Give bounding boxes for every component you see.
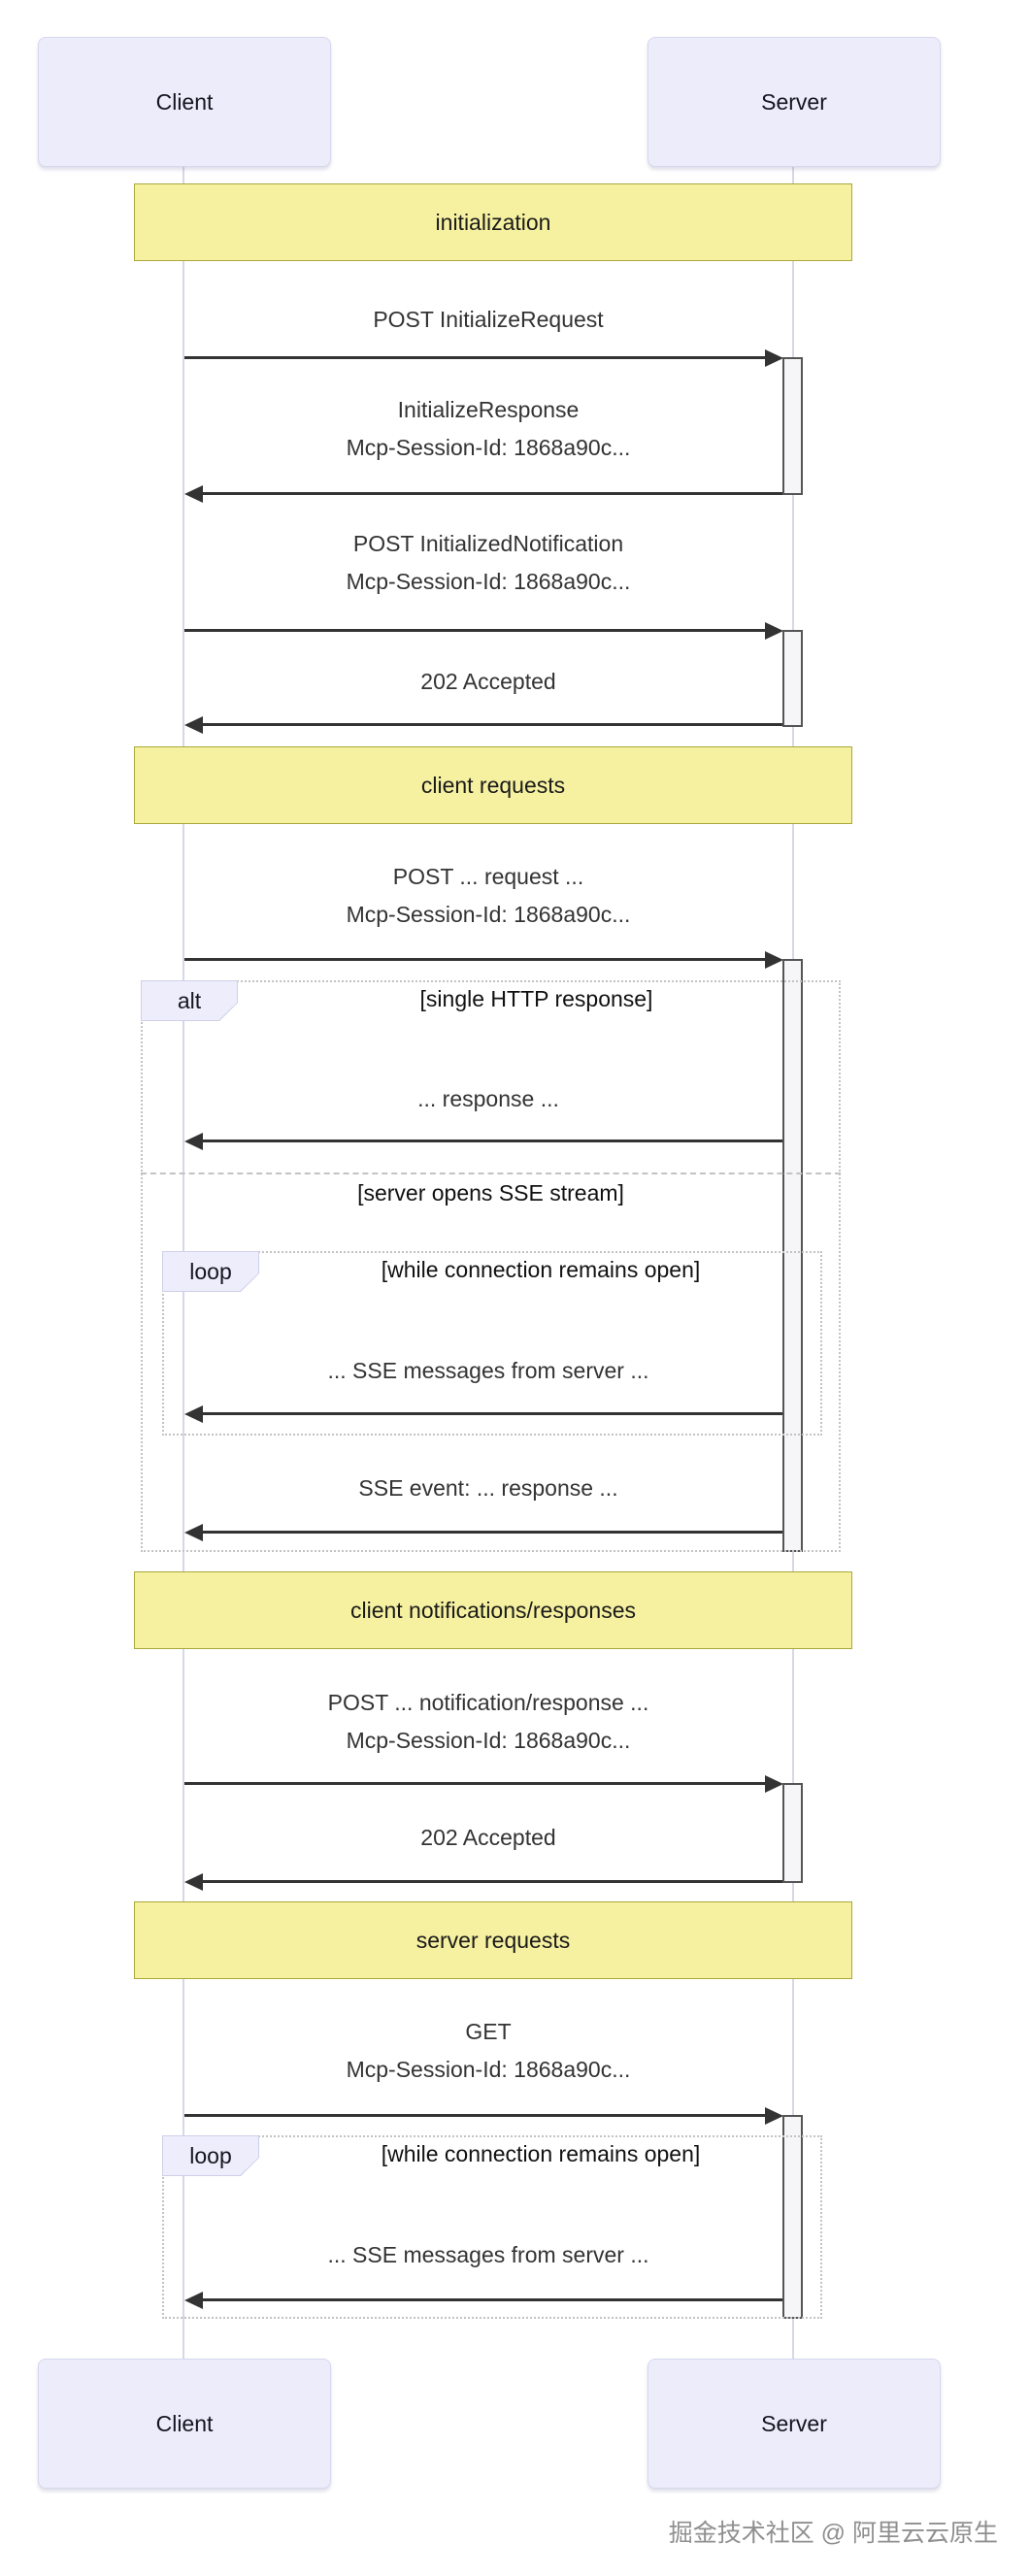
arrow-line-right bbox=[184, 629, 769, 632]
message-post-request: POST ... request ... Mcp-Session-Id: 186… bbox=[346, 864, 631, 927]
alt-divider bbox=[141, 1172, 841, 1174]
message-post-notification-response: POST ... notification/response ... Mcp-S… bbox=[327, 1690, 649, 1753]
band-client-notifications-label: client notifications/responses bbox=[349, 1597, 637, 1623]
loop-frame-2 bbox=[162, 2135, 822, 2319]
band-client-requests: client requests bbox=[134, 746, 852, 824]
alt-frame-tab-label: alt bbox=[177, 987, 202, 1013]
server-activation-bar bbox=[782, 630, 803, 727]
watermark-text: 掘金技术社区 @ 阿里云云原生 bbox=[668, 2520, 998, 2547]
loop-frame-1-title: [while connection remains open] bbox=[381, 1257, 701, 1282]
alt-frame bbox=[141, 980, 841, 1552]
message-response: ... response ... bbox=[417, 1086, 559, 1111]
message-initialize-response: InitializeResponse Mcp-Session-Id: 1868a… bbox=[346, 397, 631, 460]
alt-frame-title: [single HTTP response] bbox=[419, 986, 653, 1011]
arrowhead-right-icon bbox=[765, 951, 783, 969]
arrowhead-left-icon bbox=[184, 2292, 203, 2309]
band-initialization: initialization bbox=[134, 183, 852, 261]
arrowhead-right-icon bbox=[765, 349, 783, 367]
message-post-initialized-notification: POST InitializedNotification Mcp-Session… bbox=[346, 531, 631, 594]
loop-frame-2-title: [while connection remains open] bbox=[381, 2141, 701, 2166]
band-client-notifications: client notifications/responses bbox=[134, 1571, 852, 1649]
message-post-initialize-request: POST InitializeRequest bbox=[373, 307, 604, 332]
arrowhead-left-icon bbox=[184, 1873, 203, 1891]
arrow-line-right bbox=[184, 356, 769, 359]
arrow-line-right bbox=[184, 958, 769, 961]
actor-server-top-label: Server bbox=[761, 88, 827, 115]
server-activation-bar bbox=[782, 1783, 803, 1883]
message-202-accepted: 202 Accepted bbox=[420, 1825, 556, 1850]
arrowhead-right-icon bbox=[765, 1775, 783, 1793]
actor-client-top-label: Client bbox=[155, 88, 214, 115]
arrow-line-left bbox=[200, 1531, 782, 1534]
arrowhead-left-icon bbox=[184, 1524, 203, 1541]
message-get: GET Mcp-Session-Id: 1868a90c... bbox=[346, 2019, 631, 2082]
actor-client-bottom-label: Client bbox=[155, 2410, 214, 2436]
arrow-line-left bbox=[200, 723, 782, 726]
arrowhead-left-icon bbox=[184, 1133, 203, 1150]
alt-divider-title: [server opens SSE stream] bbox=[357, 1180, 624, 1205]
band-server-requests-label: server requests bbox=[415, 1927, 571, 1953]
message-sse-messages: ... SSE messages from server ... bbox=[327, 1358, 649, 1383]
arrow-line-left bbox=[200, 1139, 782, 1142]
actor-client-bottom: Client bbox=[38, 2359, 331, 2489]
alt-frame-tab: alt bbox=[141, 980, 238, 1021]
arrow-line-right bbox=[184, 2114, 769, 2117]
server-activation-bar bbox=[782, 357, 803, 495]
arrow-line-left bbox=[200, 1880, 782, 1883]
band-server-requests: server requests bbox=[134, 1901, 852, 1979]
actor-server-bottom-label: Server bbox=[761, 2410, 827, 2436]
arrowhead-right-icon bbox=[765, 2107, 783, 2125]
arrow-line-left bbox=[200, 492, 782, 495]
band-initialization-label: initialization bbox=[435, 209, 551, 235]
loop-frame-1 bbox=[162, 1251, 822, 1436]
message-sse-event-response: SSE event: ... response ... bbox=[358, 1475, 618, 1501]
arrowhead-right-icon bbox=[765, 622, 783, 640]
arrowhead-left-icon bbox=[184, 485, 203, 503]
loop-frame-2-tab-label: loop bbox=[189, 2142, 232, 2168]
message-202-accepted: 202 Accepted bbox=[420, 669, 556, 694]
message-sse-messages: ... SSE messages from server ... bbox=[327, 2242, 649, 2267]
actor-server-top: Server bbox=[647, 37, 941, 167]
arrowhead-left-icon bbox=[184, 716, 203, 734]
loop-frame-2-tab: loop bbox=[162, 2135, 259, 2176]
arrow-line-left bbox=[200, 2298, 782, 2301]
arrow-line-left bbox=[200, 1412, 782, 1415]
loop-frame-1-tab: loop bbox=[162, 1251, 259, 1292]
band-client-requests-label: client requests bbox=[420, 772, 566, 798]
arrowhead-left-icon bbox=[184, 1405, 203, 1423]
arrow-line-right bbox=[184, 1782, 769, 1785]
actor-client-top: Client bbox=[38, 37, 331, 167]
loop-frame-1-tab-label: loop bbox=[189, 1258, 232, 1284]
actor-server-bottom: Server bbox=[647, 2359, 941, 2489]
